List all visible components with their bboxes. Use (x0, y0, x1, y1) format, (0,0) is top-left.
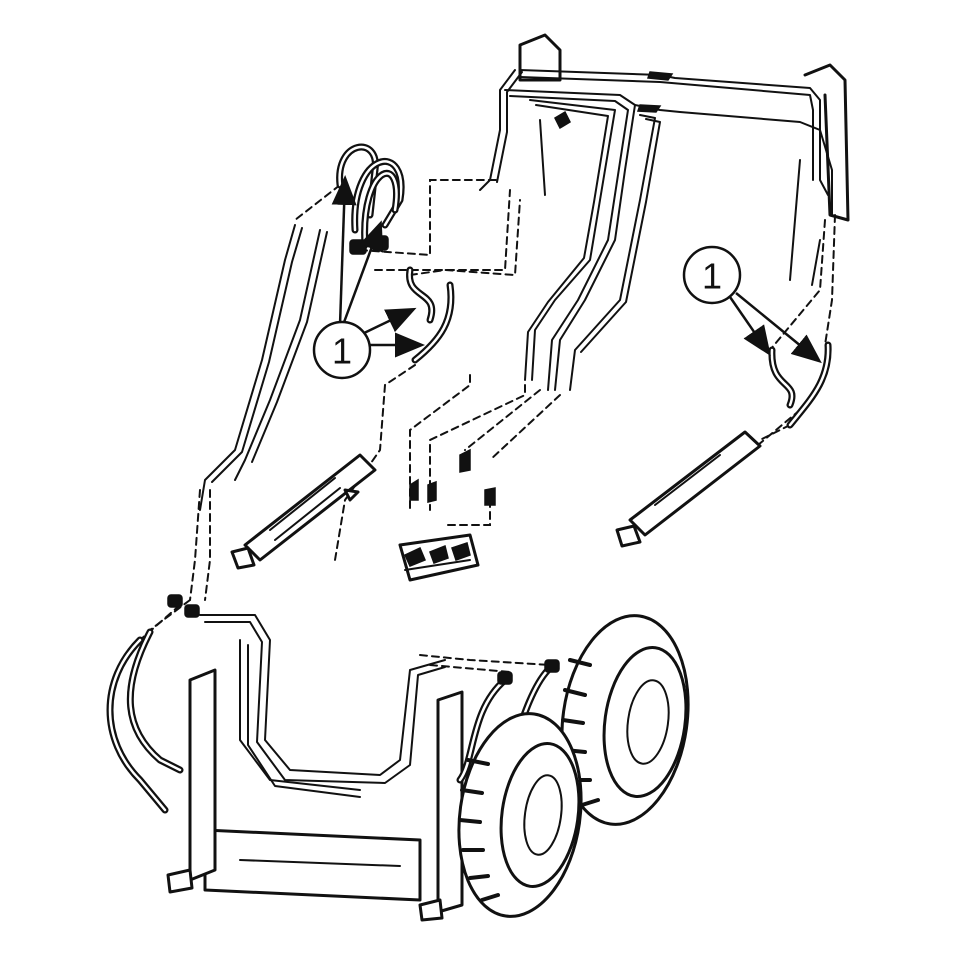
callout-left: 1 (312, 175, 425, 380)
steel-tubes-upper (479, 69, 833, 391)
hoses-middle-left (406, 266, 455, 364)
front-wheel (457, 712, 583, 918)
callout-label: 1 (702, 256, 722, 297)
hoses-lower (106, 594, 560, 854)
callout-circle (312, 320, 372, 380)
callout-label: 1 (332, 331, 352, 372)
hoses-right (768, 341, 832, 429)
callout-right: 1 (682, 245, 822, 364)
control-valve (398, 448, 496, 582)
lower-frame (166, 614, 464, 922)
right-lift-cylinder (615, 430, 762, 548)
callout-circle (682, 245, 742, 305)
rear-wheel (560, 614, 690, 826)
hoses-upper-left (336, 143, 405, 255)
left-arm-tubes (199, 224, 328, 511)
left-lift-cylinder (230, 453, 377, 570)
dashed-routes (139, 179, 836, 673)
